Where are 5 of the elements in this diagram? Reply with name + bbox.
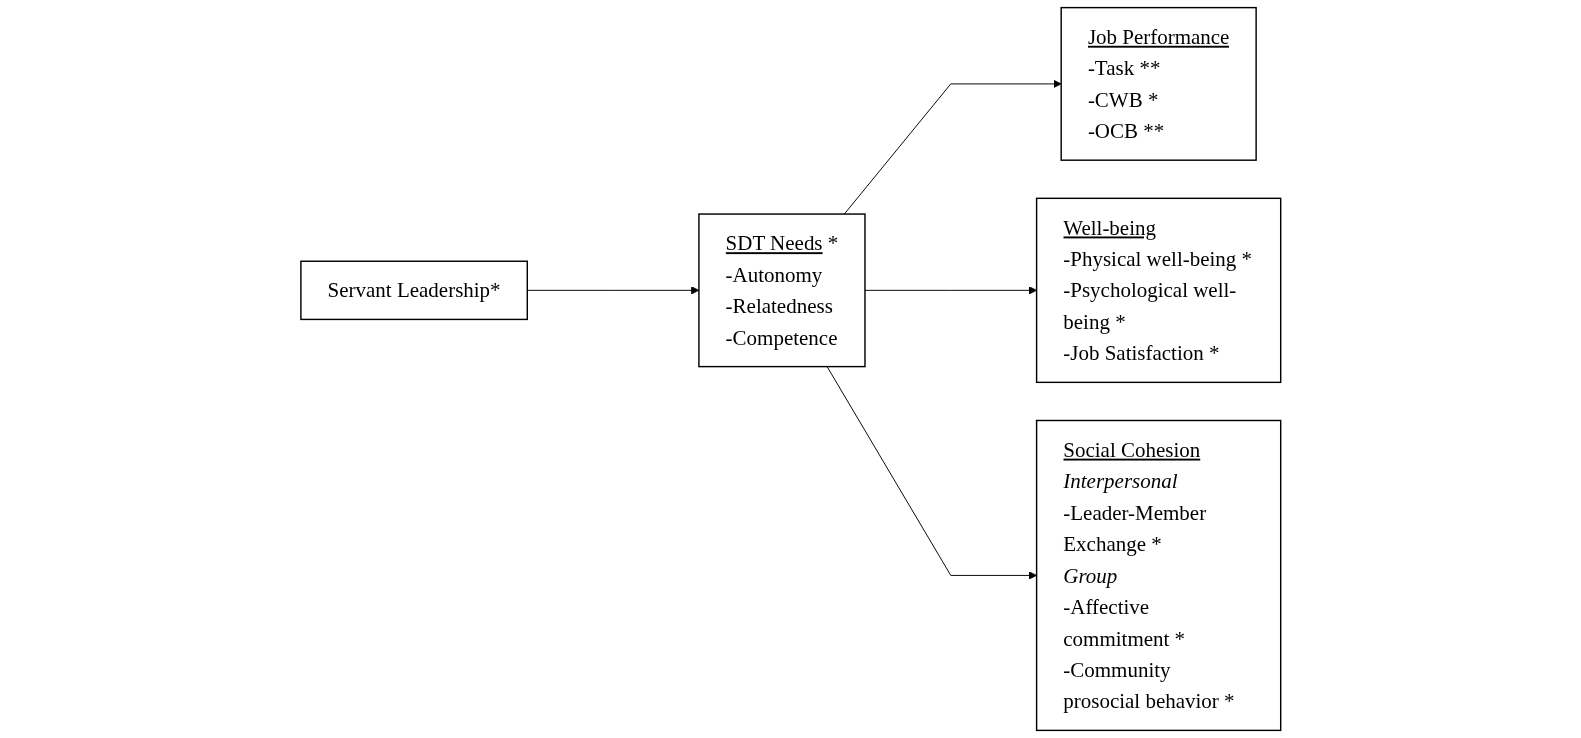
node-box: Job Performance -Task ** -CWB * -OCB **: [1060, 6, 1257, 161]
node-box: SDT Needs * -Autonomy -Relatedness -Competence: [697, 213, 866, 368]
node-box: Servant Leadership*: [299, 260, 528, 321]
node-box: Well-being -Physical well-being * -Psychological well-being * -Job Satisfaction *: [1035, 197, 1282, 384]
node-box: Social Cohesion Interpersonal -Leader-Member Exchange * Group -Affective commitment * -Community prosocial behavior *: [1035, 419, 1282, 732]
